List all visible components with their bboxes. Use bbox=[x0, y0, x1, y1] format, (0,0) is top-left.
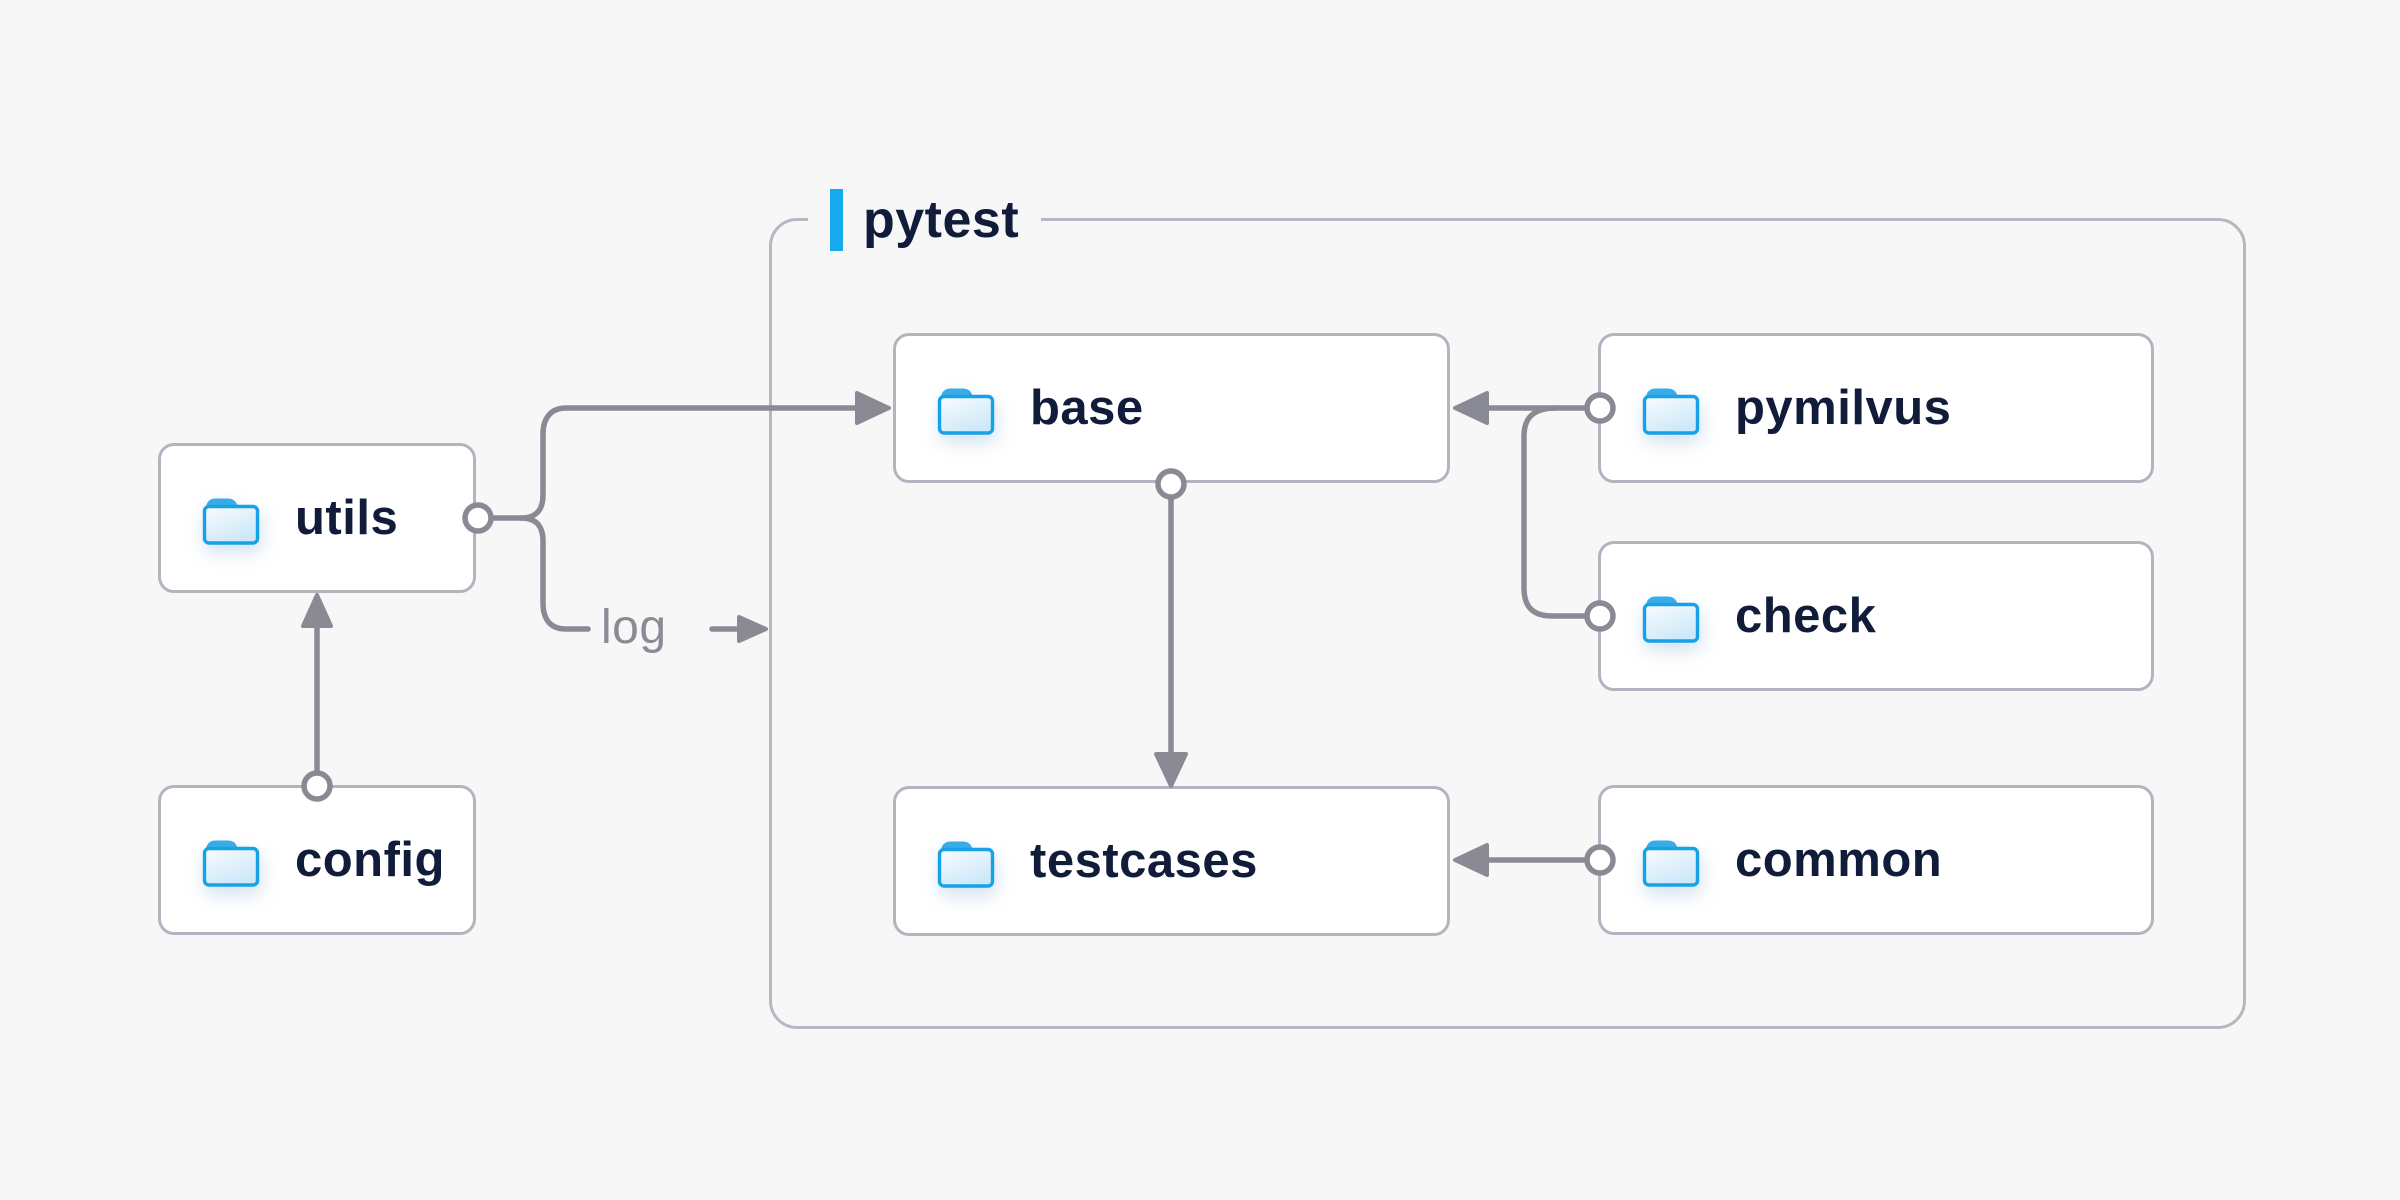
node-config: config bbox=[158, 785, 476, 935]
node-utils: utils bbox=[158, 443, 476, 593]
edge-log-group-arrowhead bbox=[737, 615, 768, 643]
pytest-group: pytest bbox=[769, 187, 2246, 1029]
node-pymilvus: pymilvus bbox=[1598, 333, 2154, 483]
folder-icon bbox=[937, 386, 995, 435]
node-check: check bbox=[1598, 541, 2154, 691]
node-utils-label: utils bbox=[295, 491, 399, 545]
node-check-label: check bbox=[1735, 589, 1877, 643]
node-testcases-label: testcases bbox=[1030, 834, 1258, 888]
folder-icon bbox=[1642, 386, 1700, 435]
edge-utils-log-line bbox=[518, 515, 591, 632]
edge-config-utils-arrowhead bbox=[301, 593, 333, 628]
folder-icon bbox=[202, 838, 260, 887]
node-common: common bbox=[1598, 785, 2154, 935]
node-testcases: testcases bbox=[893, 786, 1450, 936]
pytest-group-label: pytest bbox=[808, 187, 1042, 253]
node-common-label: common bbox=[1735, 833, 1943, 887]
edge-label-log: log bbox=[601, 601, 667, 654]
accent-bar bbox=[830, 189, 843, 251]
node-base: base bbox=[893, 333, 1450, 483]
node-pymilvus-label: pymilvus bbox=[1735, 381, 1952, 435]
folder-icon bbox=[202, 496, 260, 545]
node-config-label: config bbox=[295, 833, 445, 887]
folder-icon bbox=[937, 839, 995, 888]
folder-icon bbox=[1642, 594, 1700, 643]
node-base-label: base bbox=[1030, 381, 1144, 435]
folder-icon bbox=[1642, 838, 1700, 887]
pytest-group-label-text: pytest bbox=[863, 191, 1020, 249]
